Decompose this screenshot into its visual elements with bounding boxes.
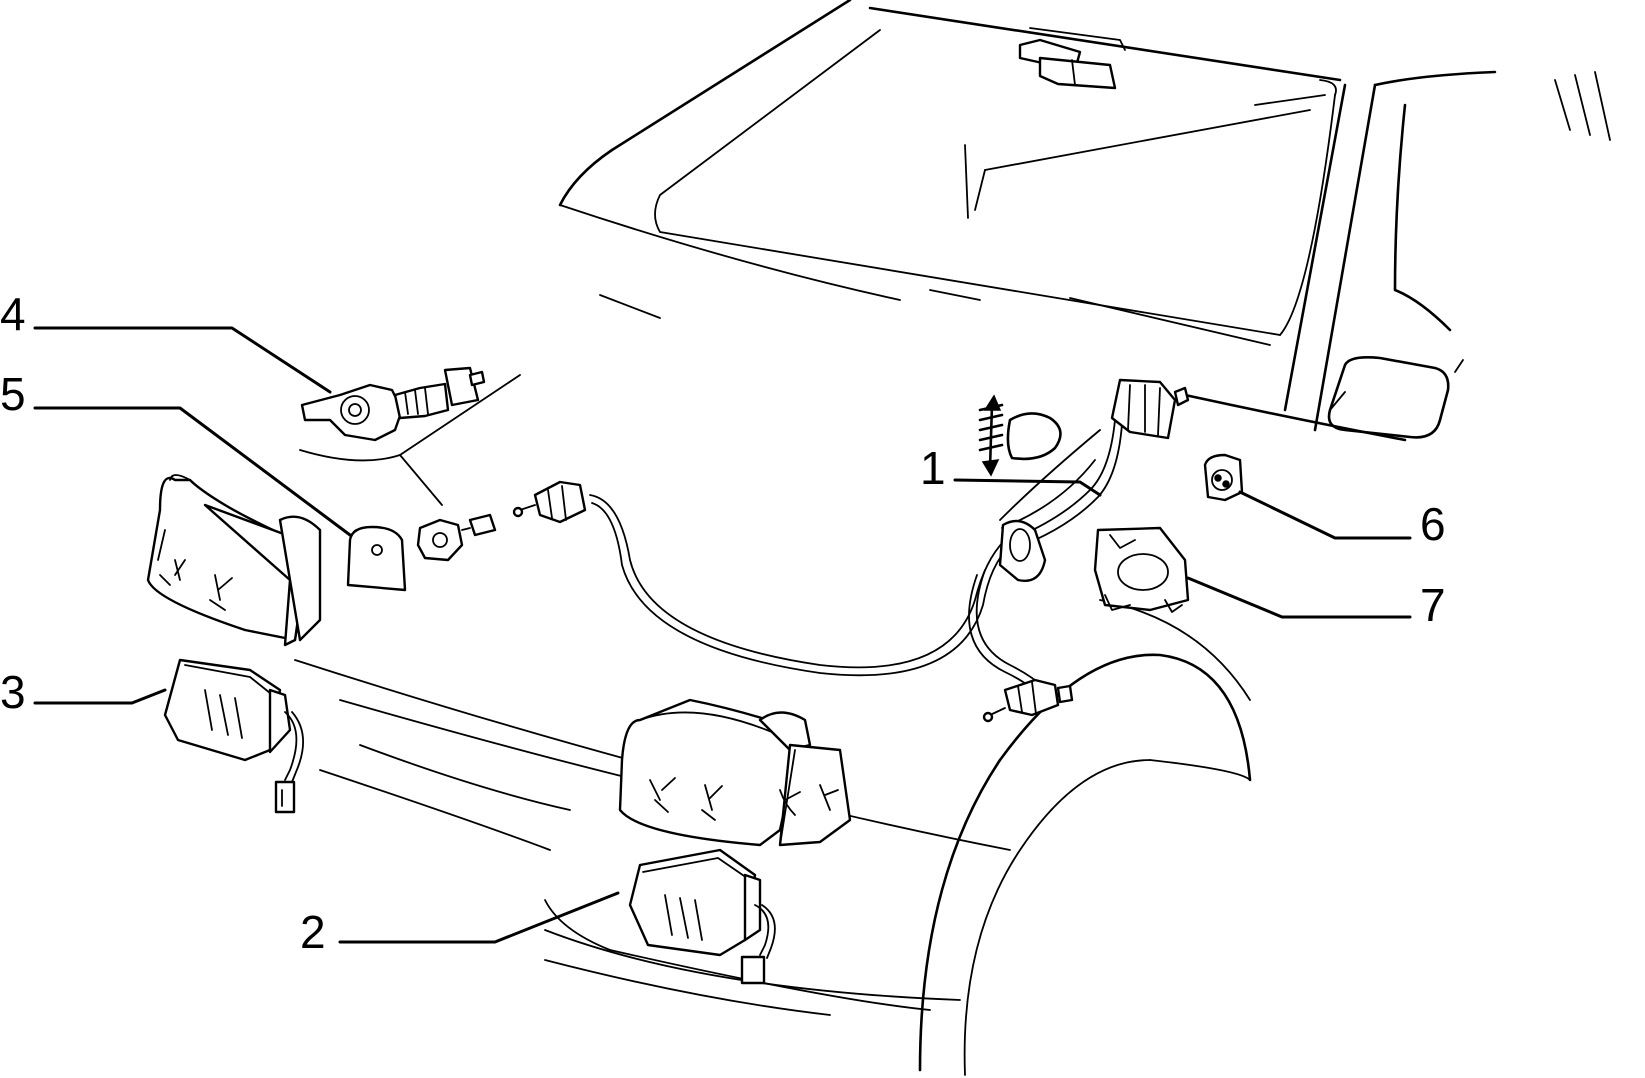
headlight-leveling-symbol-icon xyxy=(978,394,1062,477)
callout-label-2: 2 xyxy=(300,906,326,958)
leader-4 xyxy=(33,326,332,394)
part-1-leveling-switch xyxy=(1110,378,1190,440)
part-6-bulb-holder xyxy=(1203,453,1244,502)
leader-3 xyxy=(33,688,167,705)
callout-labels: 1 2 3 4 5 6 7 xyxy=(0,288,1446,958)
leader-2 xyxy=(338,891,620,944)
leader-5 xyxy=(33,406,352,537)
callout-leaders xyxy=(33,326,1412,944)
callout-label-4: 4 xyxy=(0,288,26,340)
part-4-adjuster-assembly xyxy=(299,366,521,506)
leader-6 xyxy=(1238,490,1412,540)
part-7-retaining-ring xyxy=(1093,526,1190,613)
car-body-outline xyxy=(294,0,1611,1076)
headlamp-right xyxy=(618,698,852,847)
fog-lamp-3 xyxy=(163,658,305,814)
small-adjuster xyxy=(416,513,497,562)
leader-7 xyxy=(1186,576,1412,619)
part-5-bracket-plate xyxy=(346,525,407,592)
wiring-harness xyxy=(589,419,1123,696)
leader-1 xyxy=(953,478,1102,497)
callout-label-3: 3 xyxy=(0,666,26,718)
callout-label-6: 6 xyxy=(1420,498,1446,550)
callout-label-5: 5 xyxy=(0,368,26,420)
leveling-actuator-left xyxy=(512,480,587,524)
callout-label-7: 7 xyxy=(1420,579,1446,631)
callout-label-1: 1 xyxy=(920,442,946,494)
leveling-actuator-right xyxy=(982,678,1074,723)
fog-lamp-2 xyxy=(628,848,776,985)
headlamp-left xyxy=(146,474,322,647)
